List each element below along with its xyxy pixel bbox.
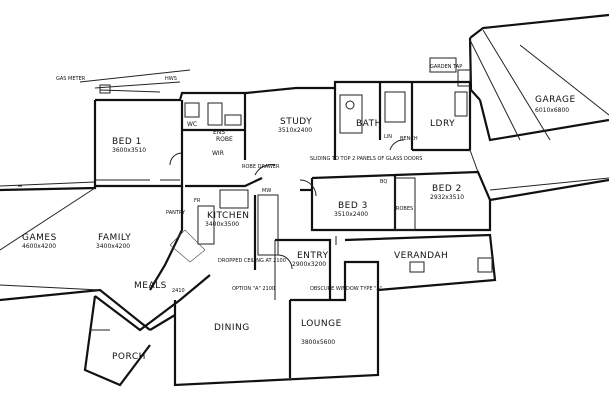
house-walls xyxy=(0,80,609,387)
note-robes: ROBES xyxy=(396,206,413,212)
size-bed2: 2932x3510 xyxy=(430,194,464,201)
label-meals: MEALS xyxy=(134,281,167,291)
note-dropped-ceiling: DROPPED CEILING AT 2100 xyxy=(218,258,286,264)
drafting-lines xyxy=(0,149,479,331)
label-wc: WC xyxy=(187,121,197,128)
note-gas-meter: GAS METER xyxy=(56,76,86,82)
label-bath: BATH xyxy=(356,119,382,129)
note-mw: MW xyxy=(262,188,271,194)
size-lounge: 3800x5600 xyxy=(301,339,335,346)
label-porch: PORCH xyxy=(112,352,146,362)
label-ldry: LDRY xyxy=(430,119,455,129)
note-fridge: FR xyxy=(194,198,201,204)
note-linen: LIN xyxy=(384,134,392,140)
note-option-a: OPTION "A" 2100 xyxy=(232,286,275,292)
size-garage: 6010x6800 xyxy=(535,107,569,114)
label-wir: WIR xyxy=(212,150,224,157)
note-ref: 2410 xyxy=(172,288,185,294)
note-bench: BENCH xyxy=(400,136,418,142)
label-kitchen: KITCHEN xyxy=(207,211,250,221)
label-entry: ENTRY xyxy=(297,251,329,261)
size-bed3: 3510x2400 xyxy=(334,211,368,218)
note-obscure-window: OBSCURE WINDOW TYPE "A" xyxy=(310,286,382,292)
fixtures xyxy=(79,69,468,270)
label-family: FAMILY xyxy=(98,233,131,243)
label-lounge: LOUNGE xyxy=(301,319,342,329)
label-verandah: VERANDAH xyxy=(394,251,448,261)
label-garage: GARAGE xyxy=(535,95,576,105)
label-study: STUDY xyxy=(280,117,312,127)
label-dining: DINING xyxy=(214,323,250,333)
room-labels: BED 1 3600x3510 STUDY 3510x2400 BATH LDR… xyxy=(22,95,576,362)
size-games: 4600x4200 xyxy=(22,243,56,250)
note-bq: BQ xyxy=(380,179,387,185)
size-kitchen: 3400x3500 xyxy=(205,221,239,228)
size-bed1: 3600x3510 xyxy=(112,147,146,154)
note-sliding-doors: SLIDING TO TOP 2 PANELS OF GLASS DOORS xyxy=(310,156,422,162)
label-bed1: BED 1 xyxy=(112,137,142,147)
size-family: 3400x4200 xyxy=(96,243,130,250)
size-study: 3510x2400 xyxy=(278,127,312,134)
note-pantry: PANTRY xyxy=(166,210,186,216)
note-garden-tap: GARDEN TAP xyxy=(430,64,462,70)
annotations: GAS METER HWS GARDEN TAP SLIDING TO TOP … xyxy=(56,64,462,294)
size-entry: 2900x3200 xyxy=(292,261,326,268)
label-robe: ROBE xyxy=(216,136,233,143)
label-bed3: BED 3 xyxy=(338,201,368,211)
note-robe-drawer: ROBE DRAWER xyxy=(242,164,280,170)
garage-walls xyxy=(429,13,609,142)
label-bed2: BED 2 xyxy=(432,184,462,194)
label-games: GAMES xyxy=(22,233,57,243)
label-ens: ENS xyxy=(213,129,225,136)
note-hws: HWS xyxy=(165,76,177,82)
